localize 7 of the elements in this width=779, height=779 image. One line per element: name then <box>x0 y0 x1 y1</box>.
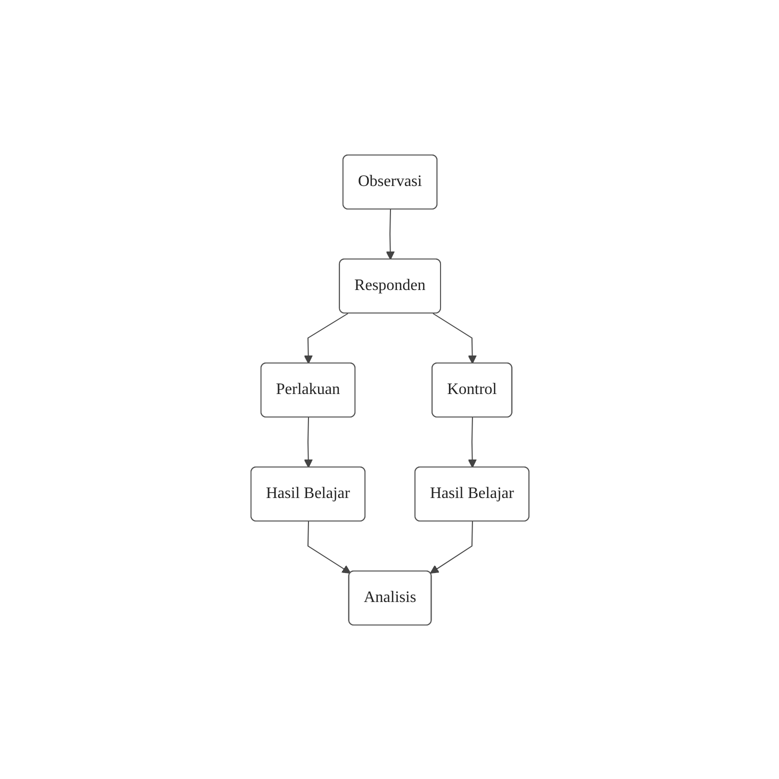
arrow <box>385 208 394 260</box>
arrow <box>432 312 476 364</box>
arrow <box>430 520 472 574</box>
arrow <box>303 312 348 364</box>
arrow <box>307 520 350 574</box>
arrow <box>467 416 476 468</box>
arrow <box>303 416 312 468</box>
